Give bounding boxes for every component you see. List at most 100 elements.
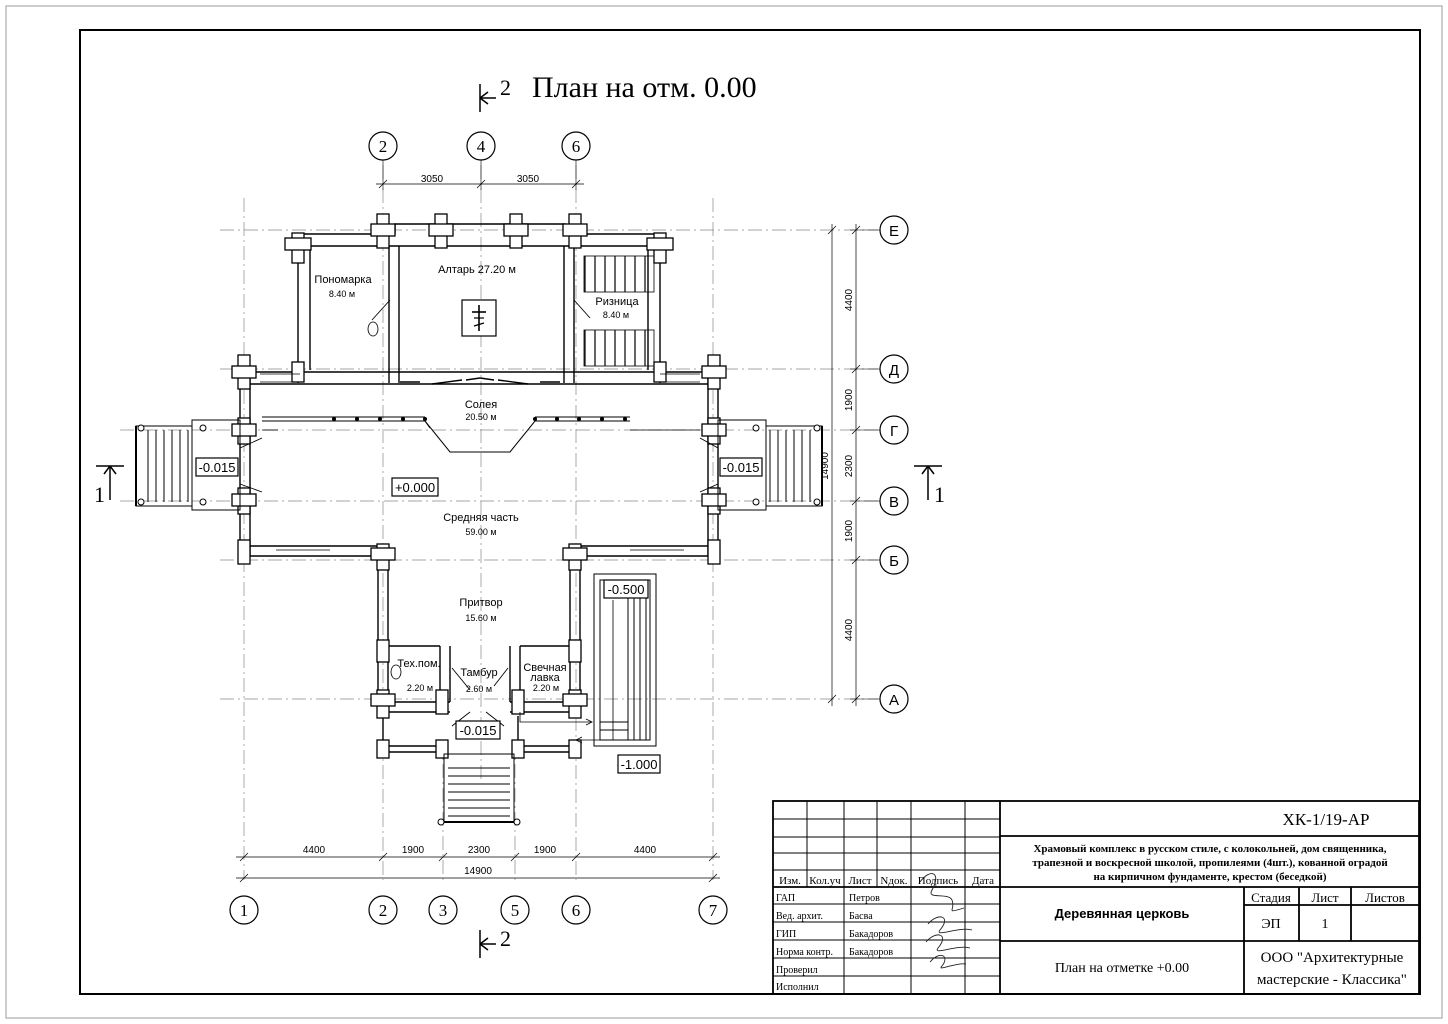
section-mark-bottom: 2 [479, 926, 511, 958]
sheets-header: Листов [1365, 890, 1405, 905]
title-block-grid [773, 801, 1000, 994]
sheet-header: Лист [1311, 890, 1339, 905]
roles: ГАП Вед. архит. ГИП Норма контр. Провери… [776, 893, 833, 993]
dim-right-total: 14900 [820, 452, 831, 480]
altar-table [461, 299, 497, 337]
signatures [919, 873, 973, 969]
role-ispolnil: Исполнил [776, 982, 819, 993]
room-tech-name: Тех.пом. [397, 658, 440, 670]
axis-label-top-6: 6 [572, 137, 581, 156]
level-right: -0.015 [723, 460, 760, 475]
room-labels: Алтарь 27.20 м Пономарка 8.40 м Ризница … [314, 264, 639, 694]
level-box-stair-bottom [617, 754, 661, 774]
front-stair-posts [437, 818, 521, 826]
dim-right-2: 1900 [844, 388, 855, 411]
col-data: Дата [972, 875, 994, 887]
royal-doors [400, 377, 560, 385]
level-box-left [195, 457, 239, 477]
room-candle-name2: лавка [530, 672, 560, 684]
axis-label-bottom-6: 6 [572, 901, 581, 920]
plan-title: 2 План на отм. 0.00 [479, 71, 757, 112]
title-block [772, 800, 1420, 995]
outer-frame [5, 5, 1443, 1019]
col-izm: Изм. [779, 875, 801, 887]
role-gap: ГАП [776, 893, 795, 904]
room-tambur-area: 2.60 м [466, 684, 492, 694]
project-line-1: Храмовый комплекс в русском стиле, с кол… [1033, 843, 1386, 855]
role-gip: ГИП [776, 929, 796, 940]
room-ponomarka-area: 8.40 м [329, 289, 355, 299]
company-line-1: ООО "Архитектурные [1261, 950, 1404, 966]
dim-right-5: 4400 [844, 618, 855, 641]
stage-header: Стадия [1251, 890, 1291, 905]
iconostasis [262, 416, 630, 453]
dimension-right [827, 224, 861, 706]
column-headers: Изм. Кол.уч Лист Nдок. Подпись Дата [779, 875, 994, 887]
role-proveril: Проверил [776, 965, 818, 976]
axis-label-D: Д [889, 362, 899, 379]
axis-label-bottom-2: 2 [379, 901, 388, 920]
room-middle-area: 59.00 м [465, 527, 496, 537]
level-box-stair-top [603, 579, 649, 599]
name-3: Бакадоров [849, 929, 893, 940]
right-stair-posts [752, 424, 821, 506]
room-riznitsa-name: Ризница [595, 296, 639, 308]
dim-bottom-2: 1900 [402, 845, 425, 856]
name-1: Петров [849, 893, 880, 904]
dim-top-1: 3050 [421, 174, 444, 185]
section-mark-top: 2 [500, 75, 511, 100]
axis-label-bottom-7: 7 [709, 901, 718, 920]
dim-bottom-1: 4400 [303, 845, 326, 856]
col-podpis: Подпись [918, 875, 958, 887]
room-candle-name1: Свечная [523, 662, 566, 674]
axis-bubbles-right: Е Д Г В Б А [850, 215, 909, 714]
level-stair-bottom: -1.000 [621, 757, 658, 772]
windows [260, 373, 700, 551]
level-box-right [719, 457, 763, 477]
log-corners [231, 213, 727, 759]
room-candle-area: 2.20 м [533, 683, 559, 693]
axis-bubbles-bottom: 1 2 3 5 6 7 [229, 895, 728, 925]
dim-bottom-3: 2300 [468, 845, 491, 856]
level-stair-top: -0.500 [608, 582, 645, 597]
project-line-3: на кирпичном фундаменте, крестом (беседк… [1093, 871, 1326, 883]
drawing-frame [79, 29, 1421, 995]
door-swings [239, 299, 719, 727]
room-tambur-name: Тамбур [460, 667, 497, 679]
room-soleya-name: Солея [465, 399, 497, 411]
dim-right-1: 4400 [844, 288, 855, 311]
project-line-2: трапезной и воскресной школой, пропилеям… [1032, 857, 1388, 869]
role-ved: Вед. архит. [776, 911, 823, 922]
wardrobe-upper [583, 255, 655, 293]
room-tech-area: 2.20 м [407, 683, 433, 693]
sink-icon [367, 321, 402, 680]
dim-right-3: 2300 [844, 454, 855, 477]
object-name: Деревянная церковь [1055, 906, 1190, 921]
front-stair [443, 753, 515, 823]
dim-bottom-4: 1900 [534, 845, 557, 856]
name-2: Басва [849, 911, 873, 922]
iconostasis-posts [332, 417, 627, 421]
room-ponomarka-name: Пономарка [314, 274, 372, 286]
axis-label-G: Г [890, 423, 898, 440]
col-ndok: Nдок. [880, 875, 907, 887]
section-mark-left [96, 465, 124, 500]
level-left: -0.015 [199, 460, 236, 475]
names: Петров Басва Бакадоров Бакадоров [849, 893, 893, 958]
dim-bottom-total: 14900 [464, 866, 492, 877]
left-stair-posts [137, 424, 207, 506]
section-mark-right [914, 465, 942, 500]
axis-bubbles-top: 2 4 6 [368, 131, 591, 190]
level-box-porch [455, 720, 501, 740]
room-altar: Алтарь 27.20 м [438, 264, 516, 276]
section-mark-left-label: 1 [94, 482, 105, 507]
room-middle-name: Средняя часть [443, 512, 519, 524]
level-porch: -0.015 [460, 723, 497, 738]
role-norma: Норма контр. [776, 947, 833, 958]
wardrobe-lower [583, 329, 655, 367]
name-4: Бакадоров [849, 947, 893, 958]
sheet-title: План на отметке +0.00 [1055, 961, 1189, 976]
section-mark-right-label: 1 [934, 482, 945, 507]
dimension-top [376, 179, 584, 189]
